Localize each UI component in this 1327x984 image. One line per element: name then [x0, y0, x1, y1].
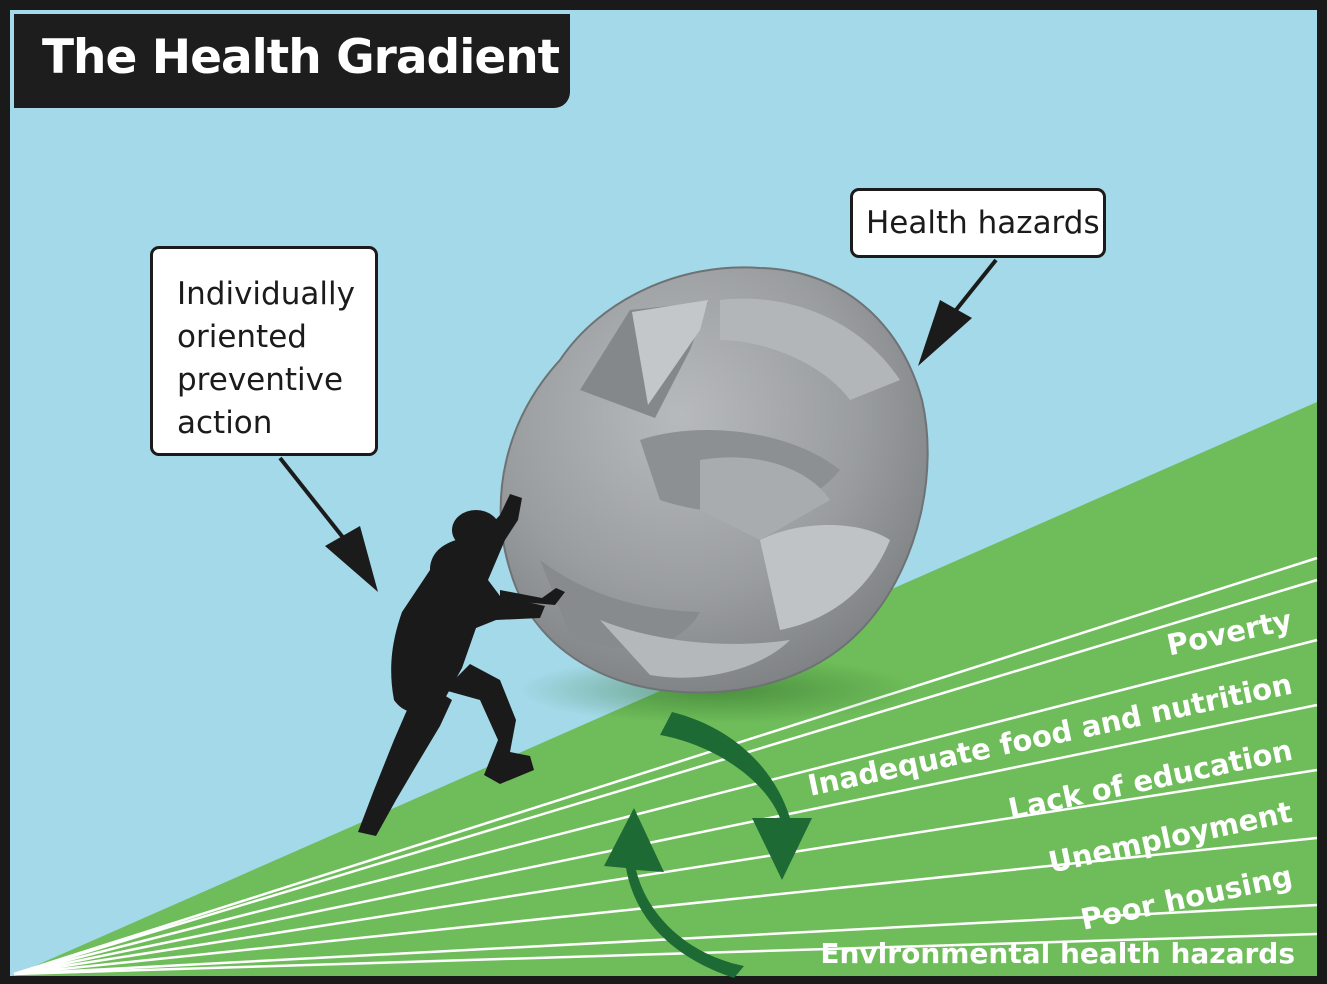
callout-line: action	[177, 405, 273, 441]
callout-line: Individually	[177, 276, 355, 312]
callout-line: oriented	[177, 319, 307, 355]
person-pushing-silhouette-icon	[358, 494, 565, 836]
diagram-title: The Health Gradient	[42, 30, 560, 85]
action-pointer-arrow	[278, 456, 378, 592]
title-bar	[14, 14, 570, 108]
cycle-arrows-icon	[604, 712, 812, 978]
gradient-label-environmental: Environmental health hazards	[820, 937, 1295, 970]
gradient-fan-lines	[13, 556, 1318, 976]
health-hazards-callout: Health hazards	[850, 188, 1106, 258]
hazards-pointer-arrow	[918, 258, 998, 366]
boulder-icon	[499, 266, 929, 694]
callout-line: preventive	[177, 362, 344, 398]
individual-action-callout: Individually oriented preventive action	[150, 246, 378, 456]
